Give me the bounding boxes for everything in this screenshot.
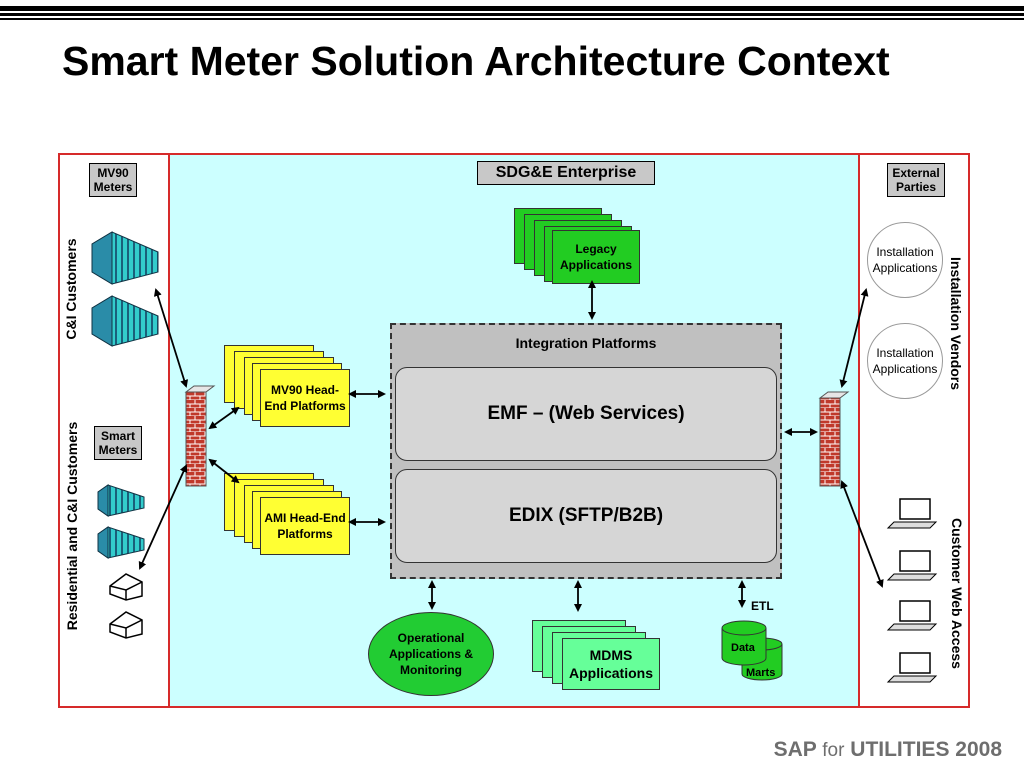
external-parties-label: External Parties: [887, 163, 945, 197]
marts-label: Marts: [746, 667, 776, 679]
footer-brand: SAP for UTILITIES 2008: [774, 738, 1002, 762]
laptop-icon: [886, 550, 938, 581]
integration-platforms-title: Integration Platforms: [515, 335, 657, 351]
laptop-icon: [886, 652, 938, 683]
enterprise-label: SDG&E Enterprise: [477, 161, 655, 185]
smart-meters-label: Smart Meters: [94, 426, 142, 460]
mv90-headend-stack: MV90 Head-End Platforms: [224, 345, 350, 427]
footer-product: UTILITIES 2008: [850, 738, 1002, 761]
left-firewall-icon: [184, 385, 216, 487]
laptop-icon: [886, 600, 938, 631]
operational-applications-ellipse: Operational Applications & Monitoring: [368, 612, 494, 696]
house-icon: [109, 573, 143, 601]
data-marts-cylinders-icon: [721, 620, 783, 681]
etl-label: ETL: [751, 599, 774, 613]
top-rule-bars: [0, 0, 1024, 24]
installation-applications-circle-2: Installation Applications: [867, 323, 943, 399]
house-icon: [109, 611, 143, 639]
footer-sap: SAP: [773, 738, 817, 761]
edix-box: EDIX (SFTP/B2B): [395, 469, 777, 563]
emf-web-services-box: EMF – (Web Services): [395, 367, 777, 461]
mv90-meters-label: MV90 Meters: [89, 163, 137, 197]
small-building-icon: [97, 526, 145, 559]
ami-headend-box: AMI Head-End Platforms: [260, 497, 350, 555]
mdms-applications-stack: MDMS Applications: [532, 620, 660, 690]
page-title: Smart Meter Solution Architecture Contex…: [62, 38, 890, 84]
legacy-applications-stack: Legacy Applications: [514, 208, 640, 284]
connector-arrows: [138, 280, 884, 612]
laptop-icon: [886, 498, 938, 529]
small-building-icon: [97, 484, 145, 517]
footer-for: for: [822, 740, 845, 761]
integration-platforms-container: Integration Platforms EMF – (Web Service…: [390, 323, 782, 579]
ci-building-icon: [91, 231, 159, 285]
data-label: Data: [731, 642, 755, 654]
ami-headend-stack: AMI Head-End Platforms: [224, 473, 350, 555]
installation-applications-circle-1: Installation Applications: [867, 222, 943, 298]
right-firewall-icon: [818, 391, 850, 487]
mv90-headend-box: MV90 Head-End Platforms: [260, 369, 350, 427]
mdms-applications-box: MDMS Applications: [562, 638, 660, 690]
ci-building-icon: [91, 295, 159, 347]
legacy-applications-box: Legacy Applications: [552, 230, 640, 284]
